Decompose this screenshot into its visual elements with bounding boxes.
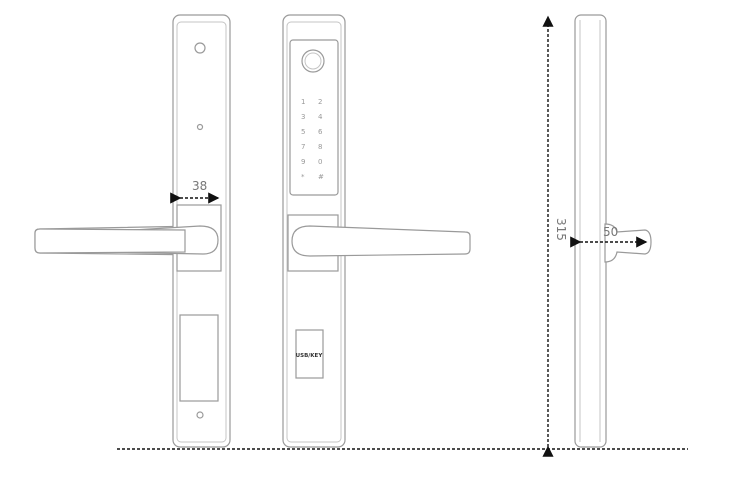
usb-key-cover [295, 329, 324, 379]
keypad-key: 6 [318, 128, 323, 136]
lock-front-view: 1 2 3 4 5 6 7 8 9 0 * # USB/KEY [282, 14, 471, 448]
keypad-key: 1 [301, 98, 305, 106]
hole-icon [196, 123, 204, 131]
usb-key-label: USB/KEY [296, 353, 324, 359]
height-dimension-label: 315 [554, 218, 568, 241]
keypad-key: * [301, 173, 305, 181]
lock-back-view: 38 [34, 14, 231, 448]
front-handle [291, 225, 471, 257]
lock-side-view: 50 [570, 14, 652, 448]
keypad-key: 4 [318, 113, 323, 121]
keypad-key: 2 [318, 98, 322, 106]
depth-dimension-label: 50 [603, 225, 618, 239]
keypad-key: 5 [301, 128, 305, 136]
screw-icon [194, 42, 206, 54]
keypad-key: 7 [301, 143, 305, 151]
screw-icon [196, 411, 204, 419]
keypad-key: 9 [301, 158, 305, 166]
keypad-key: # [318, 173, 324, 181]
keypad-key: 8 [318, 143, 322, 151]
width-dimension-label: 38 [192, 179, 207, 193]
battery-cover [179, 314, 219, 402]
keypad-key: 0 [318, 158, 322, 166]
keypad-key: 3 [301, 113, 305, 121]
keypad-panel [289, 39, 339, 196]
